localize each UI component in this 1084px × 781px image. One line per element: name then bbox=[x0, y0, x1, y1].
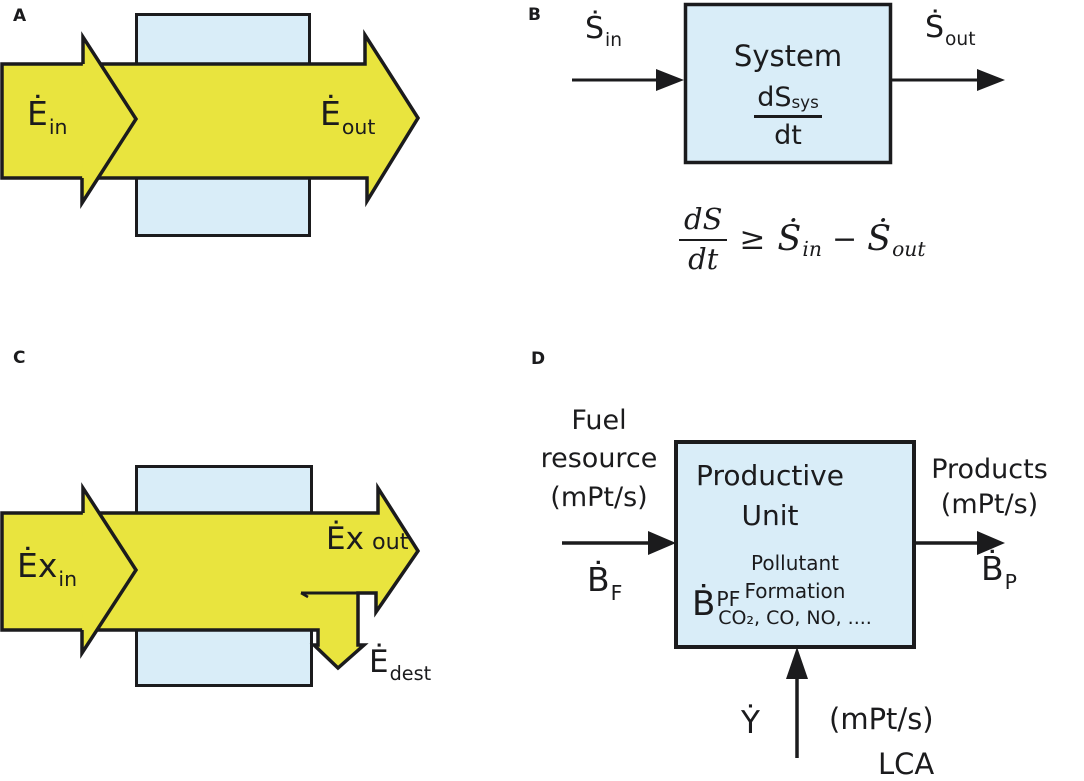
panel-d-lca-cost-label: Ẏ bbox=[741, 708, 760, 739]
panel-b-box-title: System bbox=[733, 39, 843, 73]
panel-b-entropy-out-arrowhead-icon bbox=[977, 69, 1005, 91]
energy-in-symbol: Ė bbox=[27, 94, 48, 133]
box-fraction-numerator-subscript: sys bbox=[791, 92, 819, 112]
panel-d-fuel-resource-label: Fuel resource (mPt/s) bbox=[533, 402, 665, 517]
exergy-destroyed-subscript: dest bbox=[389, 662, 432, 686]
panel-a-energy-in-label: Ėin bbox=[27, 94, 68, 137]
panel-d-fuel-in-arrowhead-icon bbox=[648, 531, 676, 555]
equation-term-entropy-in: Ṡin bbox=[777, 219, 822, 261]
productive-line: Productive bbox=[696, 459, 844, 492]
panel-a-inlet-chevron-fill bbox=[82, 37, 136, 203]
panel-a-energy-out-label: Ėout bbox=[320, 94, 375, 137]
panel-b-entropy-in-arrowhead-icon bbox=[656, 69, 684, 91]
products-units-line: (mPt/s) bbox=[940, 489, 1039, 521]
panel-b-entropy-out-label: Ṡout bbox=[925, 10, 976, 49]
exergy-out-suffix: out bbox=[371, 529, 409, 555]
products-line: Products bbox=[931, 454, 1048, 485]
panel-a-inlet-chevron-icon bbox=[80, 31, 139, 209]
panel-a-letter: A bbox=[13, 6, 27, 26]
fuel-units-line: (mPt/s) bbox=[550, 481, 648, 513]
box-fraction-numerator: dSsys bbox=[754, 82, 822, 118]
exergy-out-symbol: Ėx bbox=[326, 521, 364, 557]
equation-term-in-subscript: in bbox=[802, 236, 822, 261]
panel-d-box-title: Productive Unit bbox=[651, 456, 889, 536]
unit-line: Unit bbox=[741, 498, 799, 532]
panel-d-lca-units-label: (mPt/s) bbox=[829, 702, 934, 736]
panel-d-letter: D bbox=[531, 349, 546, 369]
panel-d-fuel-cost-label: ḂF bbox=[587, 560, 622, 603]
panel-b-entropy-balance-equation: dS dt ≥ Ṡin − Ṡout bbox=[679, 202, 926, 276]
panel-b-letter: B bbox=[528, 5, 541, 25]
panel-b-system-box bbox=[683, 2, 893, 165]
exergy-destroyed-symbol: Ė bbox=[369, 644, 389, 680]
fuel-line: Fuel bbox=[571, 405, 627, 436]
fuel-cost-symbol: Ḃ bbox=[587, 560, 610, 599]
pollutant-species-line: CO₂, CO, NO, .... bbox=[718, 607, 872, 630]
pollutant-cost-symbol: Ḃ bbox=[692, 584, 716, 624]
equation-fraction-denominator: dt bbox=[688, 242, 719, 276]
equation-term-out-subscript: out bbox=[892, 236, 926, 261]
panel-b-box-fraction: dSsys dt bbox=[686, 82, 890, 151]
energy-out-subscript: out bbox=[341, 114, 376, 139]
products-cost-symbol: Ḃ bbox=[981, 549, 1004, 588]
pollutant-line: Pollutant bbox=[751, 551, 839, 575]
equation-fraction: dS dt bbox=[679, 202, 728, 276]
equation-term-entropy-out: Ṡout bbox=[867, 219, 926, 261]
formation-line: Formation bbox=[744, 578, 846, 603]
panel-d-pollutant-cost-label: ḂPF bbox=[692, 587, 740, 621]
fuel-cost-subscript: F bbox=[610, 580, 623, 605]
equation-relation-sign: ≥ bbox=[739, 221, 766, 257]
entropy-in-symbol: Ṡ bbox=[585, 11, 605, 46]
box-fraction-denominator: dt bbox=[774, 120, 802, 151]
panel-c-split-tick bbox=[300, 591, 309, 599]
exergy-in-subscript: in bbox=[58, 566, 78, 591]
panel-d-products-label: Products (mPt/s) bbox=[922, 452, 1057, 522]
panel-d-productive-unit-box bbox=[674, 440, 916, 649]
pollutant-cost-superscript: PF bbox=[716, 587, 741, 612]
panel-c-inlet-chevron-fill bbox=[82, 488, 136, 653]
panel-c-exergy-destroyed-label: Ėdest bbox=[369, 644, 431, 684]
panel-d-lca-up-arrowhead-icon bbox=[786, 647, 808, 679]
equation-minus-sign: − bbox=[831, 221, 858, 257]
entropy-out-symbol: Ṡ bbox=[925, 10, 945, 45]
panel-d-pollutant-formation-label: Pollutant Formation CO₂, CO, NO, .... bbox=[676, 550, 914, 631]
lca-cost-symbol: Ẏ bbox=[741, 705, 760, 741]
entropy-out-subscript: out bbox=[945, 28, 976, 50]
products-cost-subscript: P bbox=[1004, 569, 1017, 594]
resource-line: resource bbox=[540, 443, 658, 475]
panel-d-products-out-arrowhead-icon bbox=[977, 531, 1005, 555]
panel-d-products-cost-label: ḂP bbox=[981, 549, 1017, 592]
entropy-in-subscript: in bbox=[605, 29, 622, 51]
panel-d-lca-label: LCA bbox=[878, 747, 935, 781]
energy-in-subscript: in bbox=[48, 114, 68, 139]
panel-c-letter: C bbox=[13, 348, 26, 368]
energy-out-symbol: Ė bbox=[320, 94, 341, 133]
panel-b-entropy-in-label: Ṡin bbox=[585, 11, 622, 50]
panel-c-inlet-chevron-icon bbox=[80, 482, 139, 659]
exergy-in-symbol: Ėx bbox=[17, 546, 58, 585]
panel-c-exergy-in-label: Ėxin bbox=[17, 546, 77, 589]
equation-fraction-numerator: dS bbox=[679, 202, 728, 241]
